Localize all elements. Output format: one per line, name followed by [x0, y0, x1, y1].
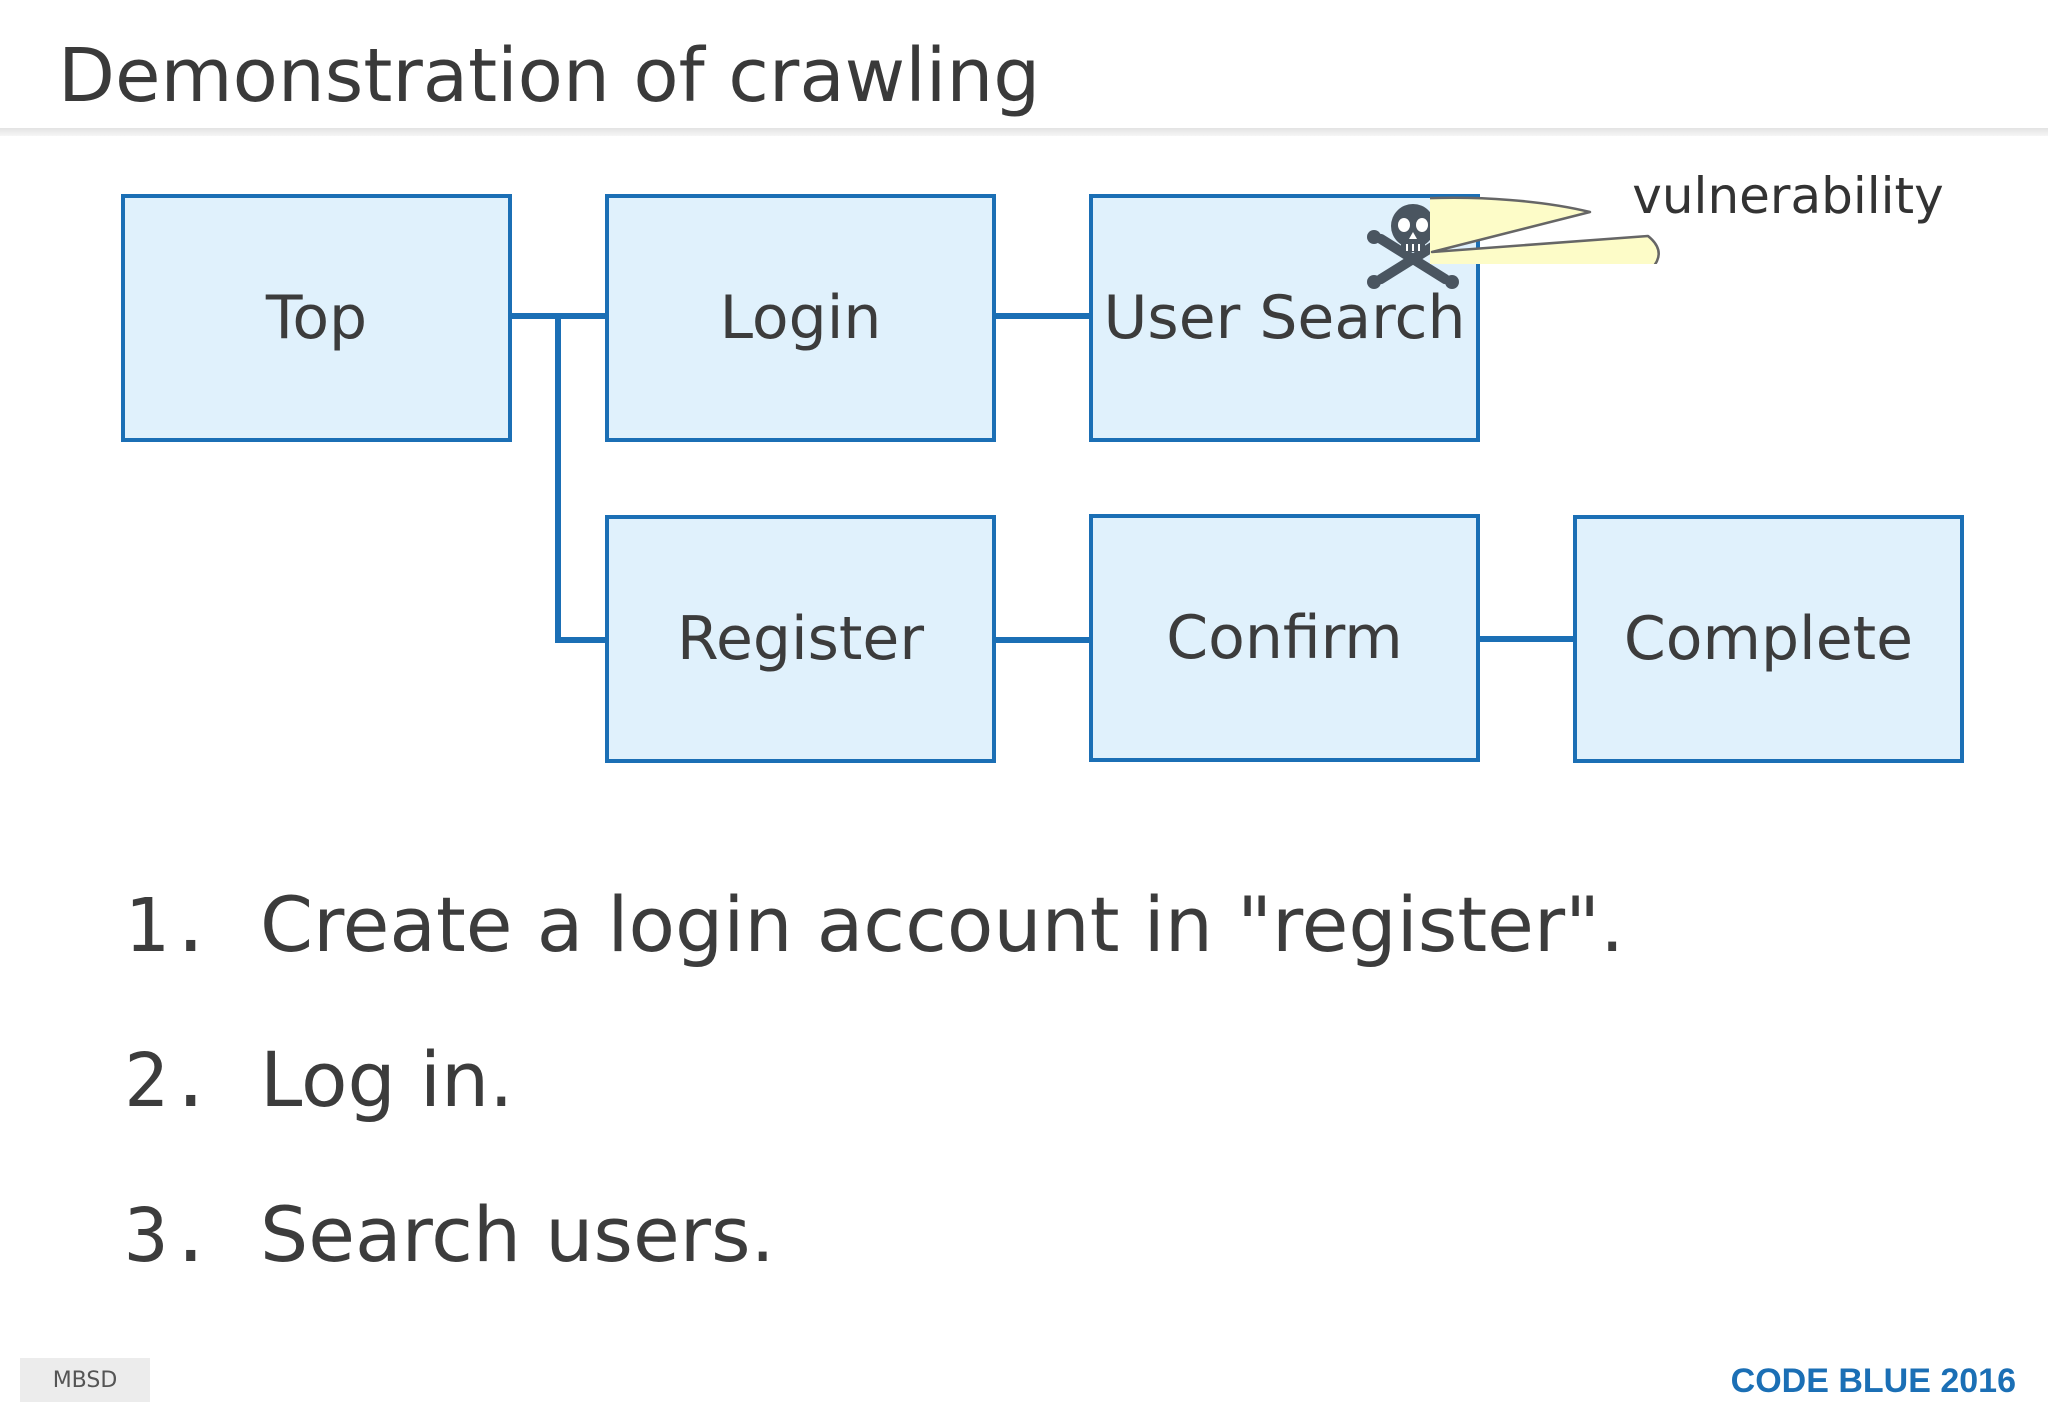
node-confirm: Confirm: [1089, 514, 1480, 762]
connector-confirm-complete: [1478, 636, 1576, 642]
step-number: 2.: [124, 1038, 214, 1124]
node-complete: Complete: [1573, 515, 1964, 763]
node-top-label: Top: [265, 283, 368, 353]
flow-diagram: Top Login User Search Register Confirm C…: [121, 167, 1964, 763]
vulnerability-callout: [1430, 196, 1660, 264]
connector-branch-register: [555, 637, 608, 643]
footer-brand: CODE BLUE 2016: [1730, 1362, 2016, 1400]
node-login: Login: [605, 194, 996, 442]
step-number: 3.: [124, 1193, 214, 1279]
footer-badge: MBSD: [20, 1358, 150, 1402]
list-item: 3. Search users.: [124, 1190, 1624, 1345]
connector-login-usersearch: [994, 313, 1092, 319]
callout-label: vulnerability: [1632, 167, 1944, 225]
list-item: 1. Create a login account in "register".: [124, 880, 1624, 1035]
node-top: Top: [121, 194, 512, 442]
node-register: Register: [605, 515, 996, 763]
node-register-label: Register: [676, 604, 925, 674]
node-user-search-label: User Search: [1103, 283, 1466, 353]
steps-list: 1. Create a login account in "register".…: [124, 880, 1624, 1345]
step-text: Search users.: [260, 1190, 775, 1279]
step-text: Log in.: [260, 1035, 514, 1124]
step-number: 1.: [124, 883, 214, 969]
node-user-search: User Search: [1089, 194, 1480, 442]
node-complete-label: Complete: [1623, 604, 1914, 674]
node-login-label: Login: [719, 283, 882, 353]
title-divider: [0, 128, 2048, 136]
connector-register-confirm: [994, 637, 1092, 643]
list-item: 2. Log in.: [124, 1035, 1624, 1190]
step-text: Create a login account in "register".: [260, 880, 1625, 969]
connector-branch-vertical: [555, 313, 561, 643]
node-confirm-label: Confirm: [1166, 603, 1403, 673]
slide-title: Demonstration of crawling: [58, 33, 1041, 119]
